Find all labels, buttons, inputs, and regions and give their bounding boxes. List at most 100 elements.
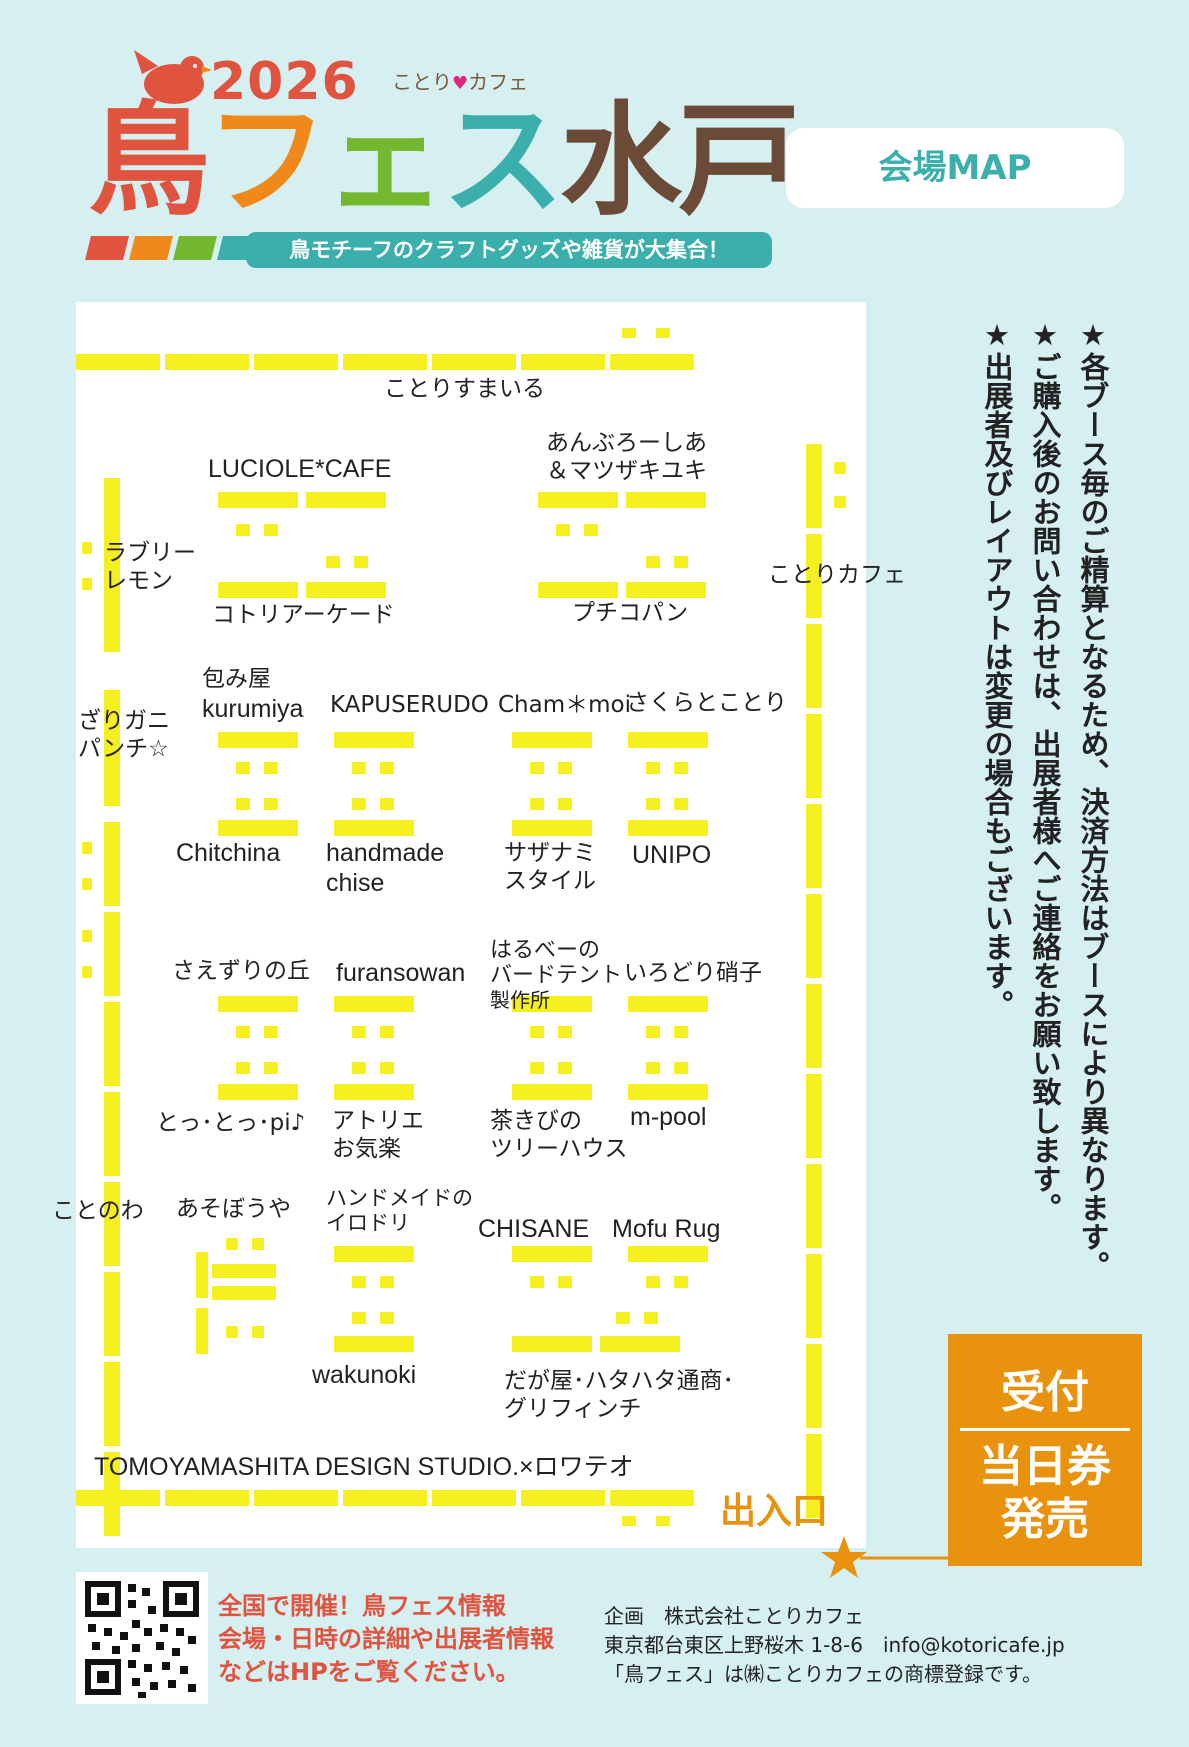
booth-block bbox=[212, 1286, 276, 1300]
booth-seat bbox=[530, 1276, 544, 1288]
booth-label-line: グリフィンチ bbox=[504, 1395, 642, 1422]
booth-label-sakura: さくらとことり bbox=[626, 690, 787, 716]
booth-block bbox=[334, 1336, 414, 1352]
booth-seat bbox=[674, 1276, 688, 1288]
booth-block bbox=[628, 1084, 708, 1100]
booth-seat bbox=[674, 556, 688, 568]
booth-seat bbox=[82, 842, 92, 854]
booth-label-mpool: m-pool bbox=[630, 1103, 707, 1131]
booth-seat bbox=[646, 1062, 660, 1074]
booth-label-zarigani: ざりガニパンチ☆ bbox=[78, 708, 170, 763]
booth-seat bbox=[646, 798, 660, 810]
booth-label-line: お気楽 bbox=[332, 1135, 401, 1162]
organizer-logo-text-b: カフェ bbox=[468, 70, 529, 94]
booth-label-chitchina: Chitchina bbox=[176, 839, 281, 867]
reception-pointer bbox=[820, 1534, 950, 1588]
booth-label-line: ハンドメイドの bbox=[326, 1186, 473, 1210]
info-line: 全国で開催！鳥フェス情報 bbox=[218, 1592, 506, 1620]
booth-label-kotonowa: ことのわ bbox=[52, 1198, 144, 1224]
booth-seat bbox=[380, 798, 394, 810]
booth-seat bbox=[264, 1062, 278, 1074]
booth-block bbox=[628, 732, 708, 748]
booth-block bbox=[521, 354, 605, 370]
booth-block bbox=[512, 1084, 592, 1100]
booth-block bbox=[306, 492, 386, 508]
booth-block bbox=[538, 492, 618, 508]
booth-seat bbox=[354, 556, 368, 568]
booth-label-line: サザナミ bbox=[504, 840, 596, 866]
booth-seat bbox=[558, 798, 572, 810]
booth-block bbox=[218, 996, 298, 1012]
booth-block bbox=[806, 894, 822, 978]
booth-label-line: ＆マツザキユキ bbox=[546, 457, 707, 484]
logo-stripe bbox=[85, 236, 129, 260]
booth-seat bbox=[646, 1026, 660, 1038]
booth-block bbox=[806, 714, 822, 798]
booth-block bbox=[432, 354, 516, 370]
qr-code[interactable] bbox=[76, 1572, 208, 1704]
booth-block bbox=[165, 354, 249, 370]
booth-seat bbox=[558, 762, 572, 774]
booth-seat bbox=[656, 328, 670, 338]
booth-block bbox=[806, 534, 822, 618]
booth-block bbox=[104, 690, 120, 806]
booth-seat bbox=[264, 1026, 278, 1038]
booth-block bbox=[334, 1246, 414, 1262]
booth-block bbox=[218, 1084, 298, 1100]
booth-block bbox=[104, 822, 120, 906]
logo-char: 戸 bbox=[678, 90, 800, 232]
booth-label-line: イロドリ bbox=[326, 1211, 410, 1236]
booth-block bbox=[512, 820, 592, 836]
booth-block bbox=[343, 1490, 427, 1506]
company-info: 企画 株式会社ことりカフェ 東京都台東区上野桜木 1-8-6 info@koto… bbox=[604, 1602, 1065, 1689]
booth-block bbox=[628, 1246, 708, 1262]
booth-block bbox=[196, 1308, 208, 1354]
booth-label-lovely-lemon: ラブリーレモン bbox=[104, 540, 196, 595]
logo-stripe bbox=[129, 236, 173, 260]
booth-block bbox=[104, 478, 120, 652]
booth-label-unipo: UNIPO bbox=[632, 841, 712, 869]
booth-block bbox=[806, 624, 822, 708]
booth-seat bbox=[236, 798, 250, 810]
booth-block bbox=[806, 1164, 822, 1248]
booth-block bbox=[334, 996, 414, 1012]
booth-block bbox=[218, 582, 298, 598]
booth-label-line: 製作所 bbox=[490, 987, 550, 1012]
logo-stripe bbox=[173, 236, 217, 260]
booth-seat bbox=[352, 1026, 366, 1038]
booth-label-anburo: あんぶろーしあ＆マツザキユキ bbox=[546, 430, 707, 485]
booth-block bbox=[334, 732, 414, 748]
note-layout-change: ★出展者及びレイアウトは変更の場合もございます。 bbox=[980, 318, 1014, 1019]
booth-block bbox=[806, 1344, 822, 1428]
booth-label-mofurug: Mofu Rug bbox=[612, 1215, 721, 1243]
booth-seat bbox=[584, 524, 598, 536]
booth-label-kotoricafe: ことりカフェ bbox=[768, 562, 906, 588]
booth-block bbox=[76, 354, 160, 370]
booth-block bbox=[218, 732, 298, 748]
booth-seat bbox=[674, 798, 688, 810]
booth-label-chakibi: 茶きびのツリーハウス bbox=[490, 1108, 628, 1163]
booth-seat bbox=[252, 1326, 264, 1338]
booth-label-line: chise bbox=[326, 869, 385, 897]
company-line: 企画 株式会社ことりカフェ bbox=[604, 1604, 864, 1628]
booth-label-chisane: CHISANE bbox=[478, 1215, 590, 1243]
booth-seat bbox=[380, 1312, 394, 1324]
booth-label-line: 茶きびの bbox=[490, 1108, 582, 1134]
booth-seat bbox=[622, 1516, 636, 1526]
booth-seat bbox=[380, 762, 394, 774]
booth-label-line: バードテント bbox=[490, 963, 623, 989]
booth-block bbox=[512, 996, 592, 1012]
booth-block bbox=[306, 582, 386, 598]
venue-map: ことりすまいる LUCIOLE*CAFE あんぶろーしあ＆マツザキユキ ラブリー… bbox=[52, 302, 906, 1548]
booth-seat bbox=[558, 1276, 572, 1288]
booth-block bbox=[212, 1264, 276, 1278]
booth-label-totto: とっ･とっ･pi♪ bbox=[156, 1110, 306, 1136]
booth-label-dagaya: だが屋･ハタハタ通商･グリフィンチ bbox=[504, 1368, 734, 1423]
booth-seat bbox=[530, 1062, 544, 1074]
booth-seat bbox=[352, 1276, 366, 1288]
booth-block bbox=[334, 820, 414, 836]
booth-label-kapuserudo: KAPUSERUDO bbox=[330, 692, 489, 718]
booth-block bbox=[104, 1182, 120, 1266]
